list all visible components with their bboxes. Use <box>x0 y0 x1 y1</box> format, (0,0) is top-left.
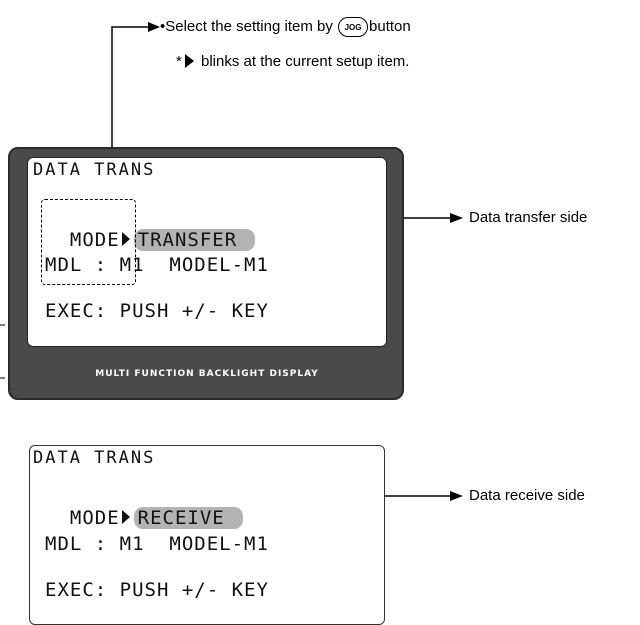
receive-side-label: Data receive side <box>469 487 585 504</box>
screen2-mode-label: MODE <box>69 507 120 529</box>
screen1-cursor-icon <box>121 232 130 246</box>
screen1-exec-row: EXEC: PUSH +/- KEY <box>45 300 269 322</box>
select-leader-line <box>111 26 150 199</box>
screen2-mode-value[interactable]: RECEIVE <box>133 507 243 529</box>
device-footer-label: MULTI FUNCTION BACKLIGHT DISPLAY <box>95 369 319 379</box>
screen2-exec-row: EXEC: PUSH +/- KEY <box>45 579 269 601</box>
select-note-before: •Select the setting item by <box>160 17 338 35</box>
screen2-mode-row[interactable]: MODE RECEIVE <box>45 485 243 529</box>
screen2-title: DATA TRANS <box>33 448 156 468</box>
transfer-side-label: Data transfer side <box>469 209 588 226</box>
blink-note: * blinks at the current setup item. <box>176 53 409 70</box>
transfer-arrowhead <box>450 213 463 223</box>
screen1-mode-label: MODE <box>69 229 120 251</box>
lcd-screen-transfer <box>27 157 387 347</box>
screen1-mode-row[interactable]: MODE TRANSFER <box>45 207 256 251</box>
blink-note-prefix: * <box>176 53 182 70</box>
screen1-mode-value[interactable]: TRANSFER <box>133 229 256 251</box>
screen2-mdl-row[interactable]: MDL : M1 MODEL-M1 <box>45 533 269 555</box>
jog-button-icon: JOG <box>338 17 369 37</box>
lcd-screen-receive <box>29 445 385 625</box>
receive-arrowhead <box>450 491 463 501</box>
selectable-items-outline <box>41 199 136 285</box>
screen2-cursor-icon <box>121 510 130 524</box>
cursor-triangle-icon <box>184 54 194 69</box>
select-leader-arrowhead <box>148 22 160 32</box>
screen1-title: DATA TRANS <box>33 160 156 180</box>
select-note-after: button <box>369 17 411 35</box>
screen1-mdl-row[interactable]: MDL : M1 MODEL-M1 <box>45 254 269 276</box>
blink-note-text: blinks at the current setup item. <box>196 53 410 70</box>
